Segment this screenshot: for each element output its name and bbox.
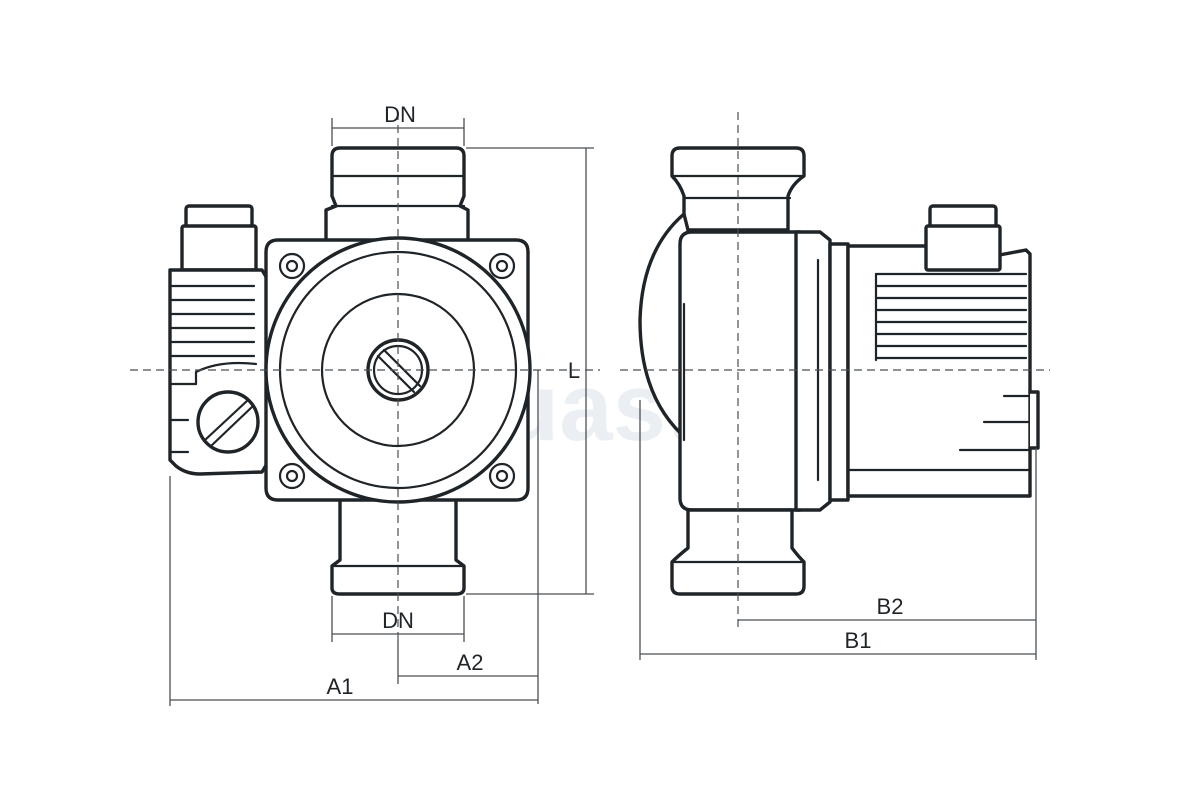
b1-label: B1 xyxy=(845,628,872,653)
b2-dimension: B2 xyxy=(738,448,1037,660)
motor-fins xyxy=(846,272,1030,472)
side-view: B2 B1 xyxy=(620,112,1050,660)
b1-dimension: B1 xyxy=(639,400,1036,660)
dn-top-dimension: DN xyxy=(331,102,465,146)
side-terminal-cap xyxy=(924,204,1002,272)
dn-bottom-dimension: DN xyxy=(331,596,465,642)
a2-dimension: A2 xyxy=(397,370,539,704)
terminal-fins xyxy=(170,284,256,454)
side-motor xyxy=(794,204,1040,512)
dn-top-label: DN xyxy=(384,102,416,127)
terminal-box xyxy=(168,204,270,476)
dn-bottom-label: DN xyxy=(382,608,414,633)
front-view: DN DN L A2 A1 xyxy=(130,102,600,706)
b2-label: B2 xyxy=(877,594,904,619)
side-pump-body xyxy=(638,146,806,596)
length-label: L xyxy=(568,358,580,383)
a1-dimension: A1 xyxy=(169,476,538,706)
length-dimension: L xyxy=(466,147,594,595)
speed-selector-knob xyxy=(196,390,260,454)
corner-bolts xyxy=(278,252,516,490)
a2-label: A2 xyxy=(457,650,484,675)
a1-label: A1 xyxy=(327,674,354,699)
top-outlet xyxy=(324,146,470,246)
